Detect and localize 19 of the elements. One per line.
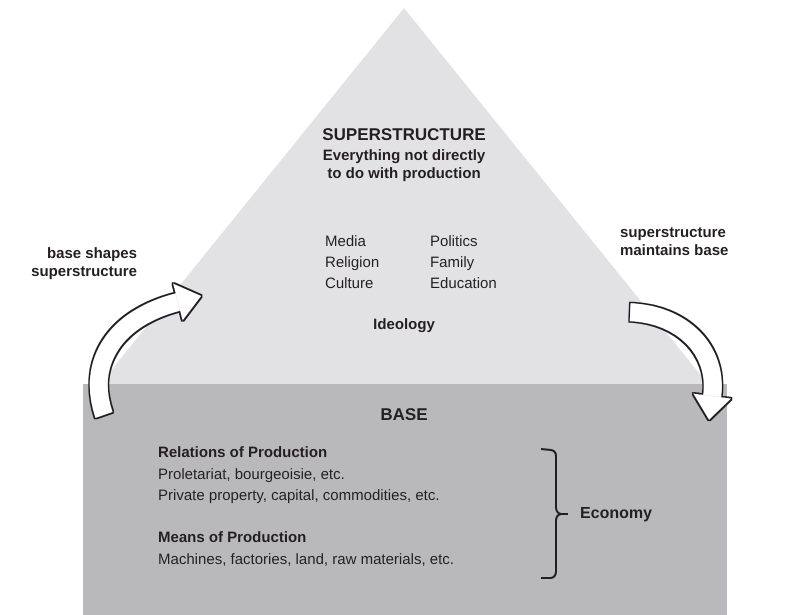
body-text: Private property, capital, commodities, etc. (158, 487, 440, 505)
list-item: Education (430, 275, 497, 293)
bracket-label: Economy (580, 505, 652, 523)
edge-label: base shapes superstructure (30, 245, 137, 281)
heading: BASE (380, 406, 428, 424)
list-item: Politics (430, 233, 478, 251)
list-item: Culture (325, 275, 374, 293)
body-text: Proletariat, bourgeoisie, etc. (158, 466, 345, 484)
body-text: Machines, factories, land, raw materials, etc. (158, 551, 454, 569)
list-item: Media (325, 233, 366, 251)
subheading: Everything not directly to do with production (322, 147, 486, 183)
subheading: Means of Production (158, 529, 306, 547)
edge-label: superstructure maintains base (620, 224, 730, 260)
heading: SUPERSTRUCTURE (322, 126, 486, 144)
curved-arrow (90, 284, 201, 418)
list-item: Family (430, 254, 474, 272)
subheading: Relations of Production (158, 444, 328, 462)
ideology-label: Ideology (373, 316, 435, 334)
list-item: Religion (325, 254, 380, 272)
